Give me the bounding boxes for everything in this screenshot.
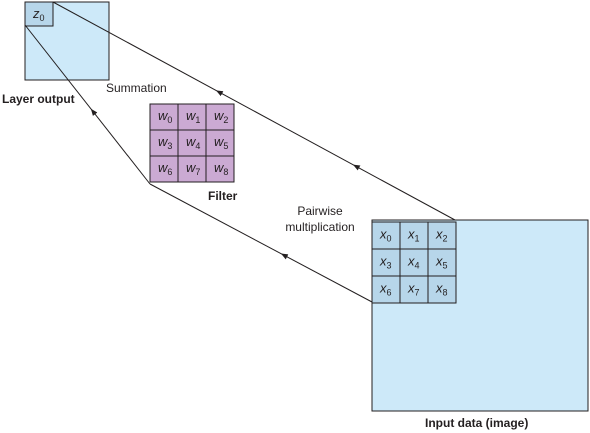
- input-cell-7: [399, 275, 429, 304]
- filter-cell-label-3: w3: [158, 134, 172, 151]
- pairwise-label: Pairwise multiplication: [270, 203, 370, 235]
- input-cell-label-8: x8: [435, 281, 448, 298]
- filter-cell-5: [205, 129, 235, 157]
- input-cell-label-4: x4: [407, 254, 420, 271]
- input-cell-var-8: x: [435, 281, 443, 296]
- filter-label: Filter: [208, 189, 238, 203]
- input-cell-sub-2: 2: [443, 234, 448, 244]
- filter-cell-var-3: w: [158, 134, 169, 149]
- filter-cell-sub-3: 3: [167, 141, 172, 151]
- filter-cell-sub-0: 0: [167, 115, 172, 125]
- input-cell-var-2: x: [435, 227, 443, 242]
- output-cell-label: z0: [32, 6, 45, 23]
- input-cell-sub-7: 7: [415, 288, 420, 298]
- filter-cell-3: [149, 129, 179, 157]
- input-cell-var-6: x: [379, 281, 387, 296]
- filter-cell-7: [177, 155, 207, 183]
- filter-cell-label-0: w0: [158, 108, 172, 125]
- input-cell-var-5: x: [435, 254, 443, 269]
- filter-cell-label-6: w6: [158, 160, 172, 177]
- arrow-filter-to-output: [24, 24, 151, 185]
- filter-cell-sub-2: 2: [223, 115, 228, 125]
- filter-cell-var-2: w: [214, 108, 225, 123]
- input-cell-5: [427, 248, 457, 277]
- input-cell-sub-1: 1: [415, 234, 420, 244]
- input-cell-8: [427, 275, 457, 304]
- filter-cell-label-4: w4: [186, 134, 200, 151]
- filter-cell-label-5: w5: [214, 134, 228, 151]
- input-cell-sub-3: 3: [387, 261, 392, 271]
- filter-cell-var-6: w: [158, 160, 169, 175]
- layer-output-label: Layer output: [2, 92, 75, 106]
- input-cell-var-1: x: [407, 227, 415, 242]
- input-cell-sub-8: 8: [443, 288, 448, 298]
- filter-cell-label-1: w1: [186, 108, 200, 125]
- pairwise-label-line2: multiplication: [285, 220, 355, 234]
- input-data-label: Input data (image): [425, 416, 529, 430]
- filter-cell-var-1: w: [186, 108, 197, 123]
- input-cell-label-6: x6: [379, 281, 392, 298]
- input-cell-var-4: x: [407, 254, 415, 269]
- input-cell-6: [371, 275, 401, 304]
- filter-cell-label-8: w8: [214, 160, 228, 177]
- input-cell-sub-6: 6: [387, 288, 392, 298]
- filter-cell-sub-5: 5: [223, 141, 228, 151]
- input-cell-1: [399, 221, 429, 250]
- input-cell-var-0: x: [379, 227, 387, 242]
- filter-cell-var-4: w: [186, 134, 197, 149]
- input-cell-sub-4: 4: [415, 261, 420, 271]
- filter-cell-sub-7: 7: [195, 167, 200, 177]
- filter-cell-1: [177, 103, 207, 131]
- input-cell-var-7: x: [407, 281, 415, 296]
- filter-cell-sub-4: 4: [195, 141, 200, 151]
- input-cell-2: [427, 221, 457, 250]
- input-cell-4: [399, 248, 429, 277]
- input-cell-0: [371, 221, 401, 250]
- input-cell-sub-0: 0: [387, 234, 392, 244]
- input-cell-label-2: x2: [435, 227, 448, 244]
- filter-cell-label-7: w7: [186, 160, 200, 177]
- filter-cell-sub-8: 8: [223, 167, 228, 177]
- pairwise-label-line1: Pairwise: [297, 204, 343, 218]
- input-cell-label-3: x3: [379, 254, 392, 271]
- input-cell-var-3: x: [379, 254, 387, 269]
- filter-cell-var-0: w: [158, 108, 169, 123]
- arrow-input-to-output-top: [52, 1, 456, 221]
- input-cell-label-7: x7: [407, 281, 420, 298]
- arrow-input-to-filter: [149, 183, 373, 303]
- filter-cell-var-7: w: [186, 160, 197, 175]
- filter-cell-label-2: w2: [214, 108, 228, 125]
- output-cell: [24, 1, 54, 27]
- filter-cell-2: [205, 103, 235, 131]
- input-cell-label-5: x5: [435, 254, 448, 271]
- filter-cell-sub-6: 6: [167, 167, 172, 177]
- filter-cell-var-5: w: [214, 134, 225, 149]
- input-cell-sub-5: 5: [443, 261, 448, 271]
- input-cell-label-0: x0: [379, 227, 392, 244]
- filter-cell-8: [205, 155, 235, 183]
- summation-label: Summation: [106, 81, 167, 95]
- filter-cell-sub-1: 1: [195, 115, 200, 125]
- filter-cell-var-8: w: [214, 160, 225, 175]
- input-cell-label-1: x1: [407, 227, 420, 244]
